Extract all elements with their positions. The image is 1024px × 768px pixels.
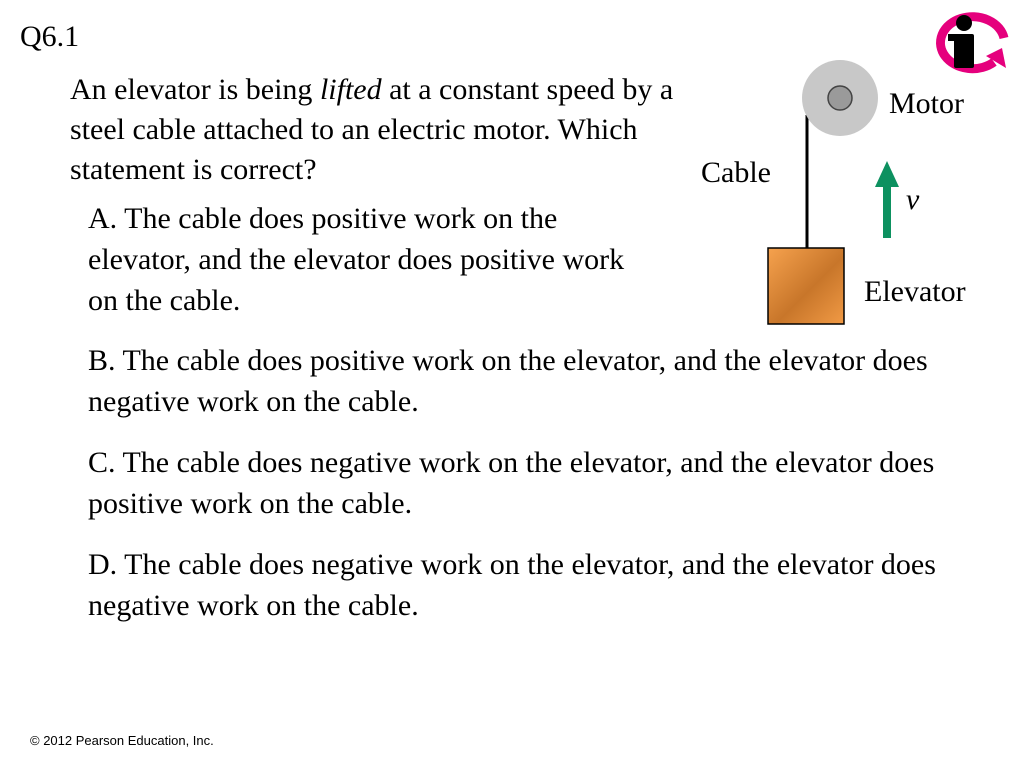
option-b: B. The cable does positive work on the e… xyxy=(88,344,928,418)
elevator-diagram xyxy=(767,60,899,325)
elevator-box xyxy=(767,247,845,325)
option-d: D. The cable does negative work on the e… xyxy=(88,548,936,622)
emphasis-lifted: lifted xyxy=(319,73,382,106)
info-icon xyxy=(936,12,1009,74)
option-c: C. The cable does negative work on the e… xyxy=(88,446,935,520)
option-a: A. The cable does positive work on the e… xyxy=(88,202,625,317)
motor-hub xyxy=(827,85,853,111)
motor-label: Motor xyxy=(889,87,964,120)
velocity-arrow xyxy=(875,161,899,238)
copyright: © 2012 Pearson Education, Inc. xyxy=(30,733,214,748)
velocity-label: v xyxy=(906,183,920,216)
question-number: Q6.1 xyxy=(20,20,80,53)
elevator-label: Elevator xyxy=(864,275,966,308)
question-text: An elevator is being lifted at a constan… xyxy=(70,73,674,186)
cable-label: Cable xyxy=(701,156,771,189)
